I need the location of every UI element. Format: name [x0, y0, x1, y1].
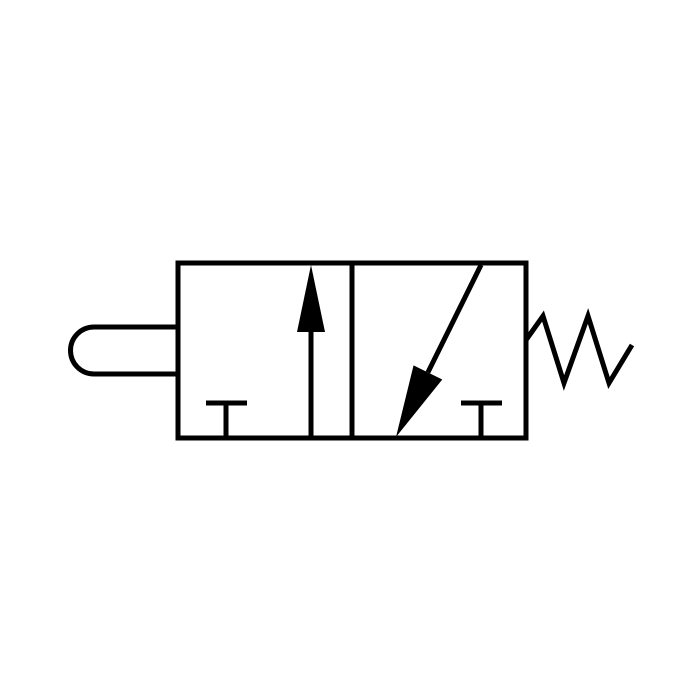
diagonal-flow-arrow-shaft	[425, 263, 484, 374]
return-spring-shape	[523, 308, 635, 391]
blocked-ports-group	[206, 400, 502, 438]
diagonal-flow-arrow-head	[396, 365, 443, 437]
plunger-actuator-shape	[68, 324, 180, 377]
vertical-flow-arrow-head	[297, 265, 325, 332]
